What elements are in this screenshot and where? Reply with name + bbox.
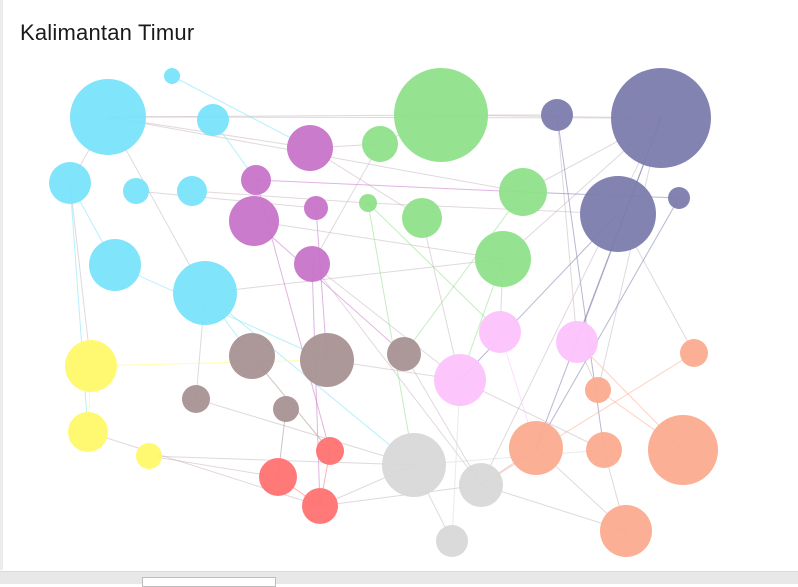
node-pink-pk1[interactable] (479, 311, 521, 353)
node-orange-o2[interactable] (680, 339, 708, 367)
edge-p4-g6 (254, 221, 503, 259)
node-cyan-c1[interactable] (70, 79, 146, 155)
node-green-g5[interactable] (402, 198, 442, 238)
node-purple-p2[interactable] (241, 165, 271, 195)
node-brown-b3[interactable] (182, 385, 210, 413)
node-gray-gr1[interactable] (382, 433, 446, 497)
edge-y3-r1 (149, 456, 278, 477)
node-navy-n2[interactable] (611, 68, 711, 168)
edge-b3-gr1 (196, 399, 414, 465)
node-pink-pk3[interactable] (434, 354, 486, 406)
node-purple-p3[interactable] (304, 196, 328, 220)
node-cyan-c5[interactable] (123, 178, 149, 204)
node-cyan-c3[interactable] (49, 162, 91, 204)
node-orange-o1[interactable] (509, 421, 563, 475)
node-red-r2[interactable] (316, 437, 344, 465)
edge-c3-y1 (70, 183, 91, 366)
edge-n1-pk2 (557, 115, 577, 342)
node-brown-b1[interactable] (229, 333, 275, 379)
edge-y1-b2 (91, 360, 327, 366)
node-green-g2[interactable] (362, 126, 398, 162)
bottom-toolbar (0, 571, 798, 584)
edge-c6-g4 (192, 191, 368, 203)
node-brown-b5[interactable] (273, 396, 299, 422)
node-green-g4[interactable] (359, 194, 377, 212)
node-orange-o5[interactable] (648, 415, 718, 485)
node-gray-gr2[interactable] (459, 463, 503, 507)
node-brown-b4[interactable] (387, 337, 421, 371)
node-cyan-c6[interactable] (177, 176, 207, 206)
node-orange-o6[interactable] (600, 505, 652, 557)
edge-c8-g6 (205, 259, 503, 293)
node-cyan-c4[interactable] (197, 104, 229, 136)
edge-n2-gr2 (481, 118, 661, 485)
node-navy-n3[interactable] (580, 176, 656, 252)
node-pink-pk2[interactable] (556, 321, 598, 363)
node-red-r3[interactable] (302, 488, 338, 524)
bottom-input-box[interactable] (142, 577, 276, 587)
node-red-r1[interactable] (259, 458, 297, 496)
node-green-g3[interactable] (499, 168, 547, 216)
node-yellow-y3[interactable] (136, 443, 162, 469)
node-orange-o3[interactable] (585, 377, 611, 403)
node-layer (49, 68, 718, 557)
node-cyan-c7[interactable] (89, 239, 141, 291)
node-navy-n1[interactable] (541, 99, 573, 131)
node-brown-b2[interactable] (300, 333, 354, 387)
node-gray-gr3[interactable] (436, 525, 468, 557)
node-purple-p5[interactable] (294, 246, 330, 282)
node-green-g1[interactable] (394, 68, 488, 162)
node-navy-n4[interactable] (668, 187, 690, 209)
network-graph (0, 0, 798, 570)
node-purple-p1[interactable] (287, 125, 333, 171)
node-cyan-c2[interactable] (164, 68, 180, 84)
node-orange-o4[interactable] (586, 432, 622, 468)
edge-p2-g3 (256, 180, 523, 192)
node-yellow-y1[interactable] (65, 340, 117, 392)
node-cyan-c8[interactable] (173, 261, 237, 325)
edge-c3-y2 (70, 183, 88, 432)
node-purple-p4[interactable] (229, 196, 279, 246)
node-green-g6[interactable] (475, 231, 531, 287)
node-yellow-y2[interactable] (68, 412, 108, 452)
